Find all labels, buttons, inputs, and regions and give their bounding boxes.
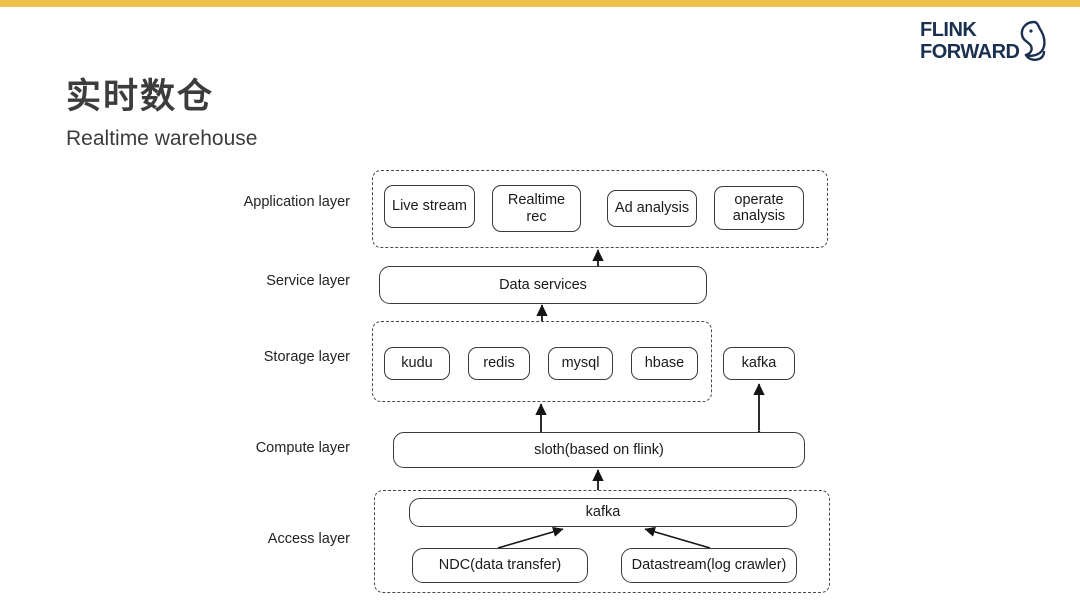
node-operate-analysis-line2: analysis [732,208,786,224]
node-ad-analysis[interactable]: Ad analysis [607,190,697,227]
node-realtime-rec-line1: Realtime [507,192,566,209]
access-layer-group [374,490,830,593]
node-realtime-rec-line2: rec [526,208,547,225]
layer-label-storage: Storage layer [263,349,350,365]
logo-wordmark: FLINK FORWARD [920,19,1020,63]
storage-layer-group [372,321,712,402]
layer-label-service: Service layer [266,273,350,289]
node-live-stream[interactable]: Live stream [384,185,475,228]
node-kudu[interactable]: kudu [384,347,450,380]
logo-line-flink: FLINK [920,19,977,41]
node-hbase[interactable]: hbase [631,347,698,380]
node-access-kafka[interactable]: kafka [409,498,797,527]
top-accent-bar [0,0,1080,7]
layer-label-application: Application layer [243,194,350,210]
page-title: 实时数仓 [66,77,215,116]
logo-line-forward: FORWARD [920,41,1020,63]
page-subtitle: Realtime warehouse [66,127,258,150]
node-operate-analysis-line1: operate [734,191,784,208]
layer-label-compute: Compute layer [255,440,350,456]
flink-forward-logo: FLINK FORWARD [920,16,1052,68]
node-sloth-compute[interactable]: sloth(based on flink) [393,432,805,468]
node-operate-analysis[interactable]: operate analysis [714,186,804,230]
node-mysql[interactable]: mysql [548,347,613,380]
application-layer-group [372,170,828,248]
node-storage-kafka[interactable]: kafka [723,347,795,380]
squirrel-icon [1020,20,1046,61]
node-ndc-data-transfer[interactable]: NDC(data transfer) [412,548,588,583]
node-data-services[interactable]: Data services [379,266,707,304]
node-datastream-log-crawler[interactable]: Datastream(log crawler) [621,548,797,583]
node-redis[interactable]: redis [468,347,530,380]
layer-label-access: Access layer [267,531,350,547]
node-realtime-rec[interactable]: Realtime rec [492,185,581,232]
